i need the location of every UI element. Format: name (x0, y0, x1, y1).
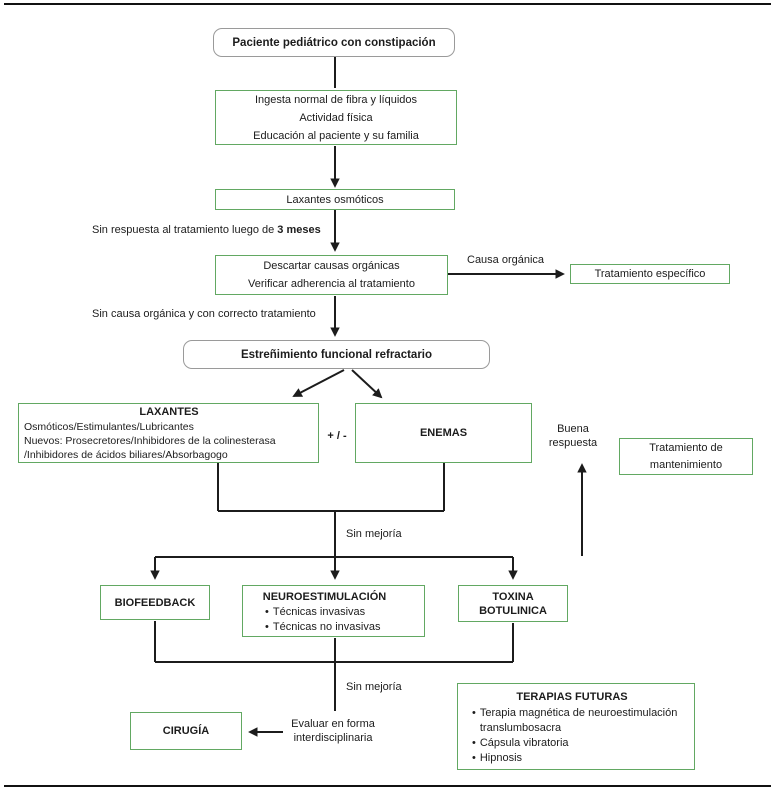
measures-line-2: Actividad física (299, 111, 373, 124)
label-plus-minus: + / - (319, 430, 355, 443)
enemas-label: ENEMAS (419, 427, 468, 439)
connector-refractory-laxatives (292, 369, 345, 397)
node-specific-treatment: Tratamiento específico (570, 264, 730, 284)
node-laxatives: LAXANTES Osmóticos/Estimulantes/Lubrican… (18, 403, 319, 463)
future-therapies-bullet-1-text: Terapia magnética de neuroestimulación t… (479, 706, 678, 734)
connector-refractory-enemas (351, 369, 383, 399)
label-evaluate-text: Evaluar en forma interdisciplinaria (291, 718, 375, 744)
neurostimulation-bullet-1-text: Técnicas invasivas (272, 605, 366, 618)
label-no-improvement-1-text: Sin mejoría (346, 528, 402, 540)
measures-line-3: Educación al paciente y su familia (253, 129, 419, 142)
node-neurostimulation: NEUROESTIMULACIÓN Técnicas invasivas Téc… (242, 585, 425, 637)
osmotic-laxatives-label: Laxantes osmóticos (286, 193, 384, 206)
future-therapies-bullet-2: Cápsula vibratoria (472, 736, 688, 751)
future-therapies-bullet-1: Terapia magnética de neuroestimulación t… (472, 706, 688, 736)
laxatives-line-2: Nuevos: Prosecretores/Inhibidores de la … (24, 435, 276, 447)
label-no-improvement-1: Sin mejoría (346, 528, 402, 541)
neurostimulation-title: NEUROESTIMULACIÓN (262, 590, 387, 603)
label-evaluate: Evaluar en forma interdisciplinaria (283, 717, 383, 745)
label-no-improvement-2: Sin mejoría (346, 681, 402, 694)
measures-line-1: Ingesta normal de fibra y líquidos (254, 93, 418, 106)
refractory-label: Estreñimiento funcional refractario (240, 348, 433, 361)
label-no-response: Sin respuesta al tratamiento luego de 3 … (92, 224, 321, 237)
label-no-response-prefix: Sin respuesta al tratamiento luego de (92, 224, 278, 236)
surgery-label: CIRUGÍA (162, 725, 210, 737)
laxatives-title: LAXANTES (139, 406, 199, 418)
maintenance-label: Tratamiento de mantenimiento (649, 441, 723, 471)
laxatives-line-1: Osmóticos/Estimulantes/Lubricantes (24, 421, 194, 433)
discard-line-2: Verificar adherencia al tratamiento (248, 278, 415, 290)
future-therapies-title: TERAPIAS FUTURAS (516, 690, 628, 703)
specific-treatment-label: Tratamiento específico (594, 268, 706, 280)
neurostimulation-bullet-1: Técnicas invasivas (265, 605, 420, 620)
discard-line-1: Descartar causas orgánicas (263, 260, 400, 272)
node-patient: Paciente pediátrico con constipación (213, 28, 455, 57)
biofeedback-label: BIOFEEDBACK (114, 596, 196, 609)
botulinum-line-2: BOTULINICA (479, 604, 547, 617)
label-organic-cause: Causa orgánica (467, 254, 544, 267)
neurostimulation-bullet-2-text: Técnicas no invasivas (272, 620, 381, 633)
label-plus-minus-text: + / - (327, 430, 347, 442)
future-therapies-bullet-3: Hipnosis (472, 751, 688, 766)
future-therapies-bullet-3-text: Hipnosis (479, 751, 523, 764)
laxatives-line-3: /Inhibidores de ácidos biliares/Absorbag… (24, 449, 228, 461)
node-refractory: Estreñimiento funcional refractario (183, 340, 490, 369)
node-surgery: CIRUGÍA (130, 712, 242, 750)
neurostimulation-bullet-2: Técnicas no invasivas (265, 620, 420, 635)
node-biofeedback: BIOFEEDBACK (100, 585, 210, 620)
bottom-rule (4, 785, 771, 787)
node-patient-label: Paciente pediátrico con constipación (232, 36, 436, 49)
node-future-therapies: TERAPIAS FUTURAS Terapia magnética de ne… (457, 683, 695, 770)
label-organic-cause-text: Causa orgánica (467, 254, 545, 266)
top-rule (4, 3, 771, 5)
label-no-response-bold: 3 meses (277, 224, 321, 236)
node-enemas: ENEMAS (355, 403, 532, 463)
label-good-response-text: Buena respuesta (548, 423, 598, 449)
future-therapies-bullet-2-text: Cápsula vibratoria (479, 736, 569, 749)
node-discard-organic: Descartar causas orgánicas Verificar adh… (215, 255, 448, 295)
node-maintenance: Tratamiento de mantenimiento (619, 438, 753, 475)
label-no-improvement-2-text: Sin mejoría (346, 681, 402, 693)
node-general-measures: Ingesta normal de fibra y líquidos Activ… (215, 90, 457, 145)
node-osmotic-laxatives: Laxantes osmóticos (215, 189, 455, 210)
label-no-organic-cause-text: Sin causa orgánica y con correcto tratam… (92, 308, 316, 320)
label-no-organic-cause: Sin causa orgánica y con correcto tratam… (92, 308, 316, 321)
node-botulinum-toxin: TOXINA BOTULINICA (458, 585, 568, 622)
label-good-response: Buena respuesta (541, 422, 605, 450)
botulinum-line-1: TOXINA (492, 590, 534, 603)
